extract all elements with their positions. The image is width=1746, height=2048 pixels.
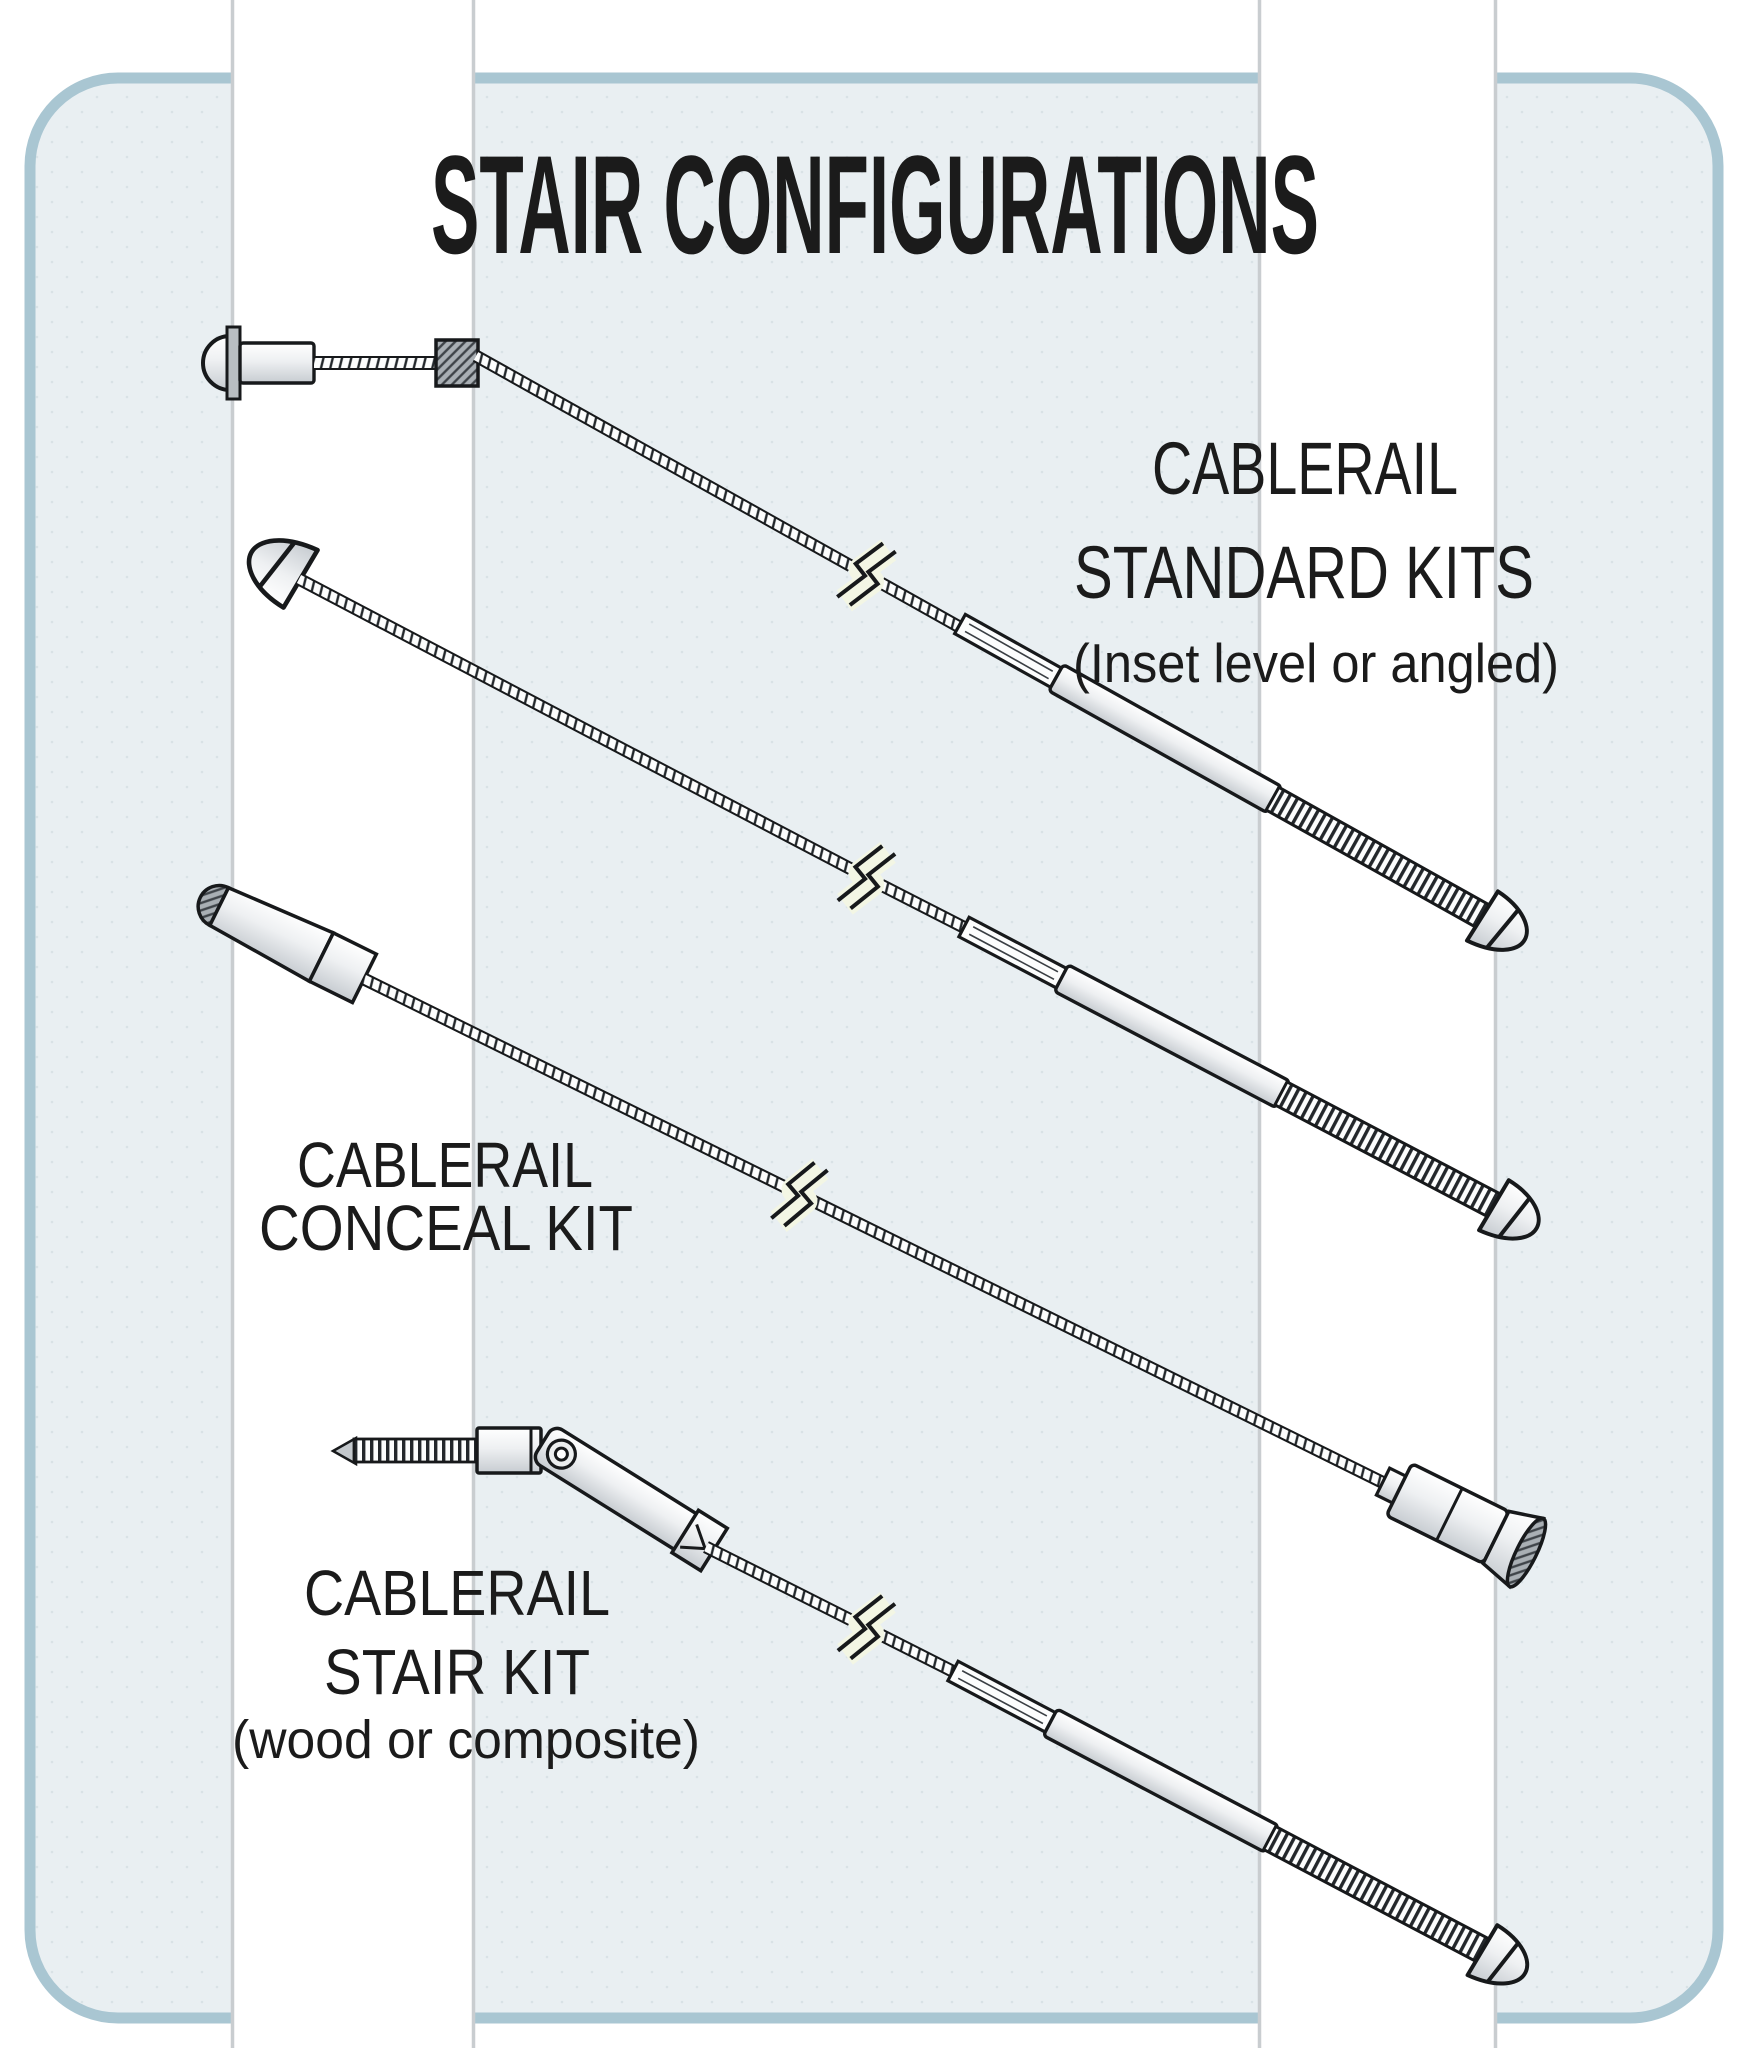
cable-run-texture: [296, 575, 978, 938]
post-right: [1257, 0, 1498, 2048]
page-title: STAIR CONFIGURATIONS: [431, 126, 1319, 283]
label-conceal-kit-line2: CONCEAL KIT: [259, 1192, 633, 1264]
cable-standard-kit-angled: [201, 325, 1539, 965]
label-standard-kits-line1: CABLERAIL: [1152, 427, 1458, 510]
cap-face: [1505, 1516, 1548, 1589]
lag-screw: [330, 1435, 480, 1467]
label-standard-kits-line3: (Inset level or angled): [1073, 632, 1559, 694]
fitting-body: [238, 341, 316, 385]
cable-conceal-kit: [196, 883, 1548, 1590]
dome-head: [201, 333, 232, 393]
label-stair-kit: CABLERAIL STAIR KIT (wood or composite): [232, 1557, 700, 1770]
conceal-dome-fitting: [196, 883, 379, 1005]
label-conceal-kit-line1: CABLERAIL: [297, 1129, 593, 1201]
label-standard-kits-line2: STANDARD KITS: [1074, 531, 1534, 614]
pivot-arm-fitting: [533, 1426, 730, 1574]
panel-border: [24, 72, 1724, 2024]
cone-tip: [196, 883, 231, 928]
cable-standard-kit-surface: [236, 523, 1551, 1253]
jaw-notch: [680, 1523, 708, 1551]
label-conceal-kit: CABLERAIL CONCEAL KIT: [259, 1129, 633, 1264]
label-stair-kit-line1: CABLERAIL: [304, 1557, 610, 1629]
screw-threads: [352, 1437, 480, 1464]
flange-plate: [225, 325, 242, 401]
post-right-face: [1258, 0, 1497, 2048]
cable-run-texture: [362, 974, 1400, 1495]
label-stair-kit-line2: STAIR KIT: [324, 1636, 590, 1708]
label-stair-kit-line3: (wood or composite): [232, 1710, 700, 1770]
label-standard-kits: CABLERAIL STANDARD KITS (Inset level or …: [1073, 427, 1559, 694]
hinge-hole: [553, 1446, 569, 1462]
cable-run-texture: [473, 352, 975, 638]
swage-sleeve: [434, 338, 480, 388]
cable-stair-kit: [330, 1426, 1539, 1998]
conceal-end-cap: [1374, 1463, 1548, 1590]
cap-seam: [1435, 1487, 1464, 1542]
